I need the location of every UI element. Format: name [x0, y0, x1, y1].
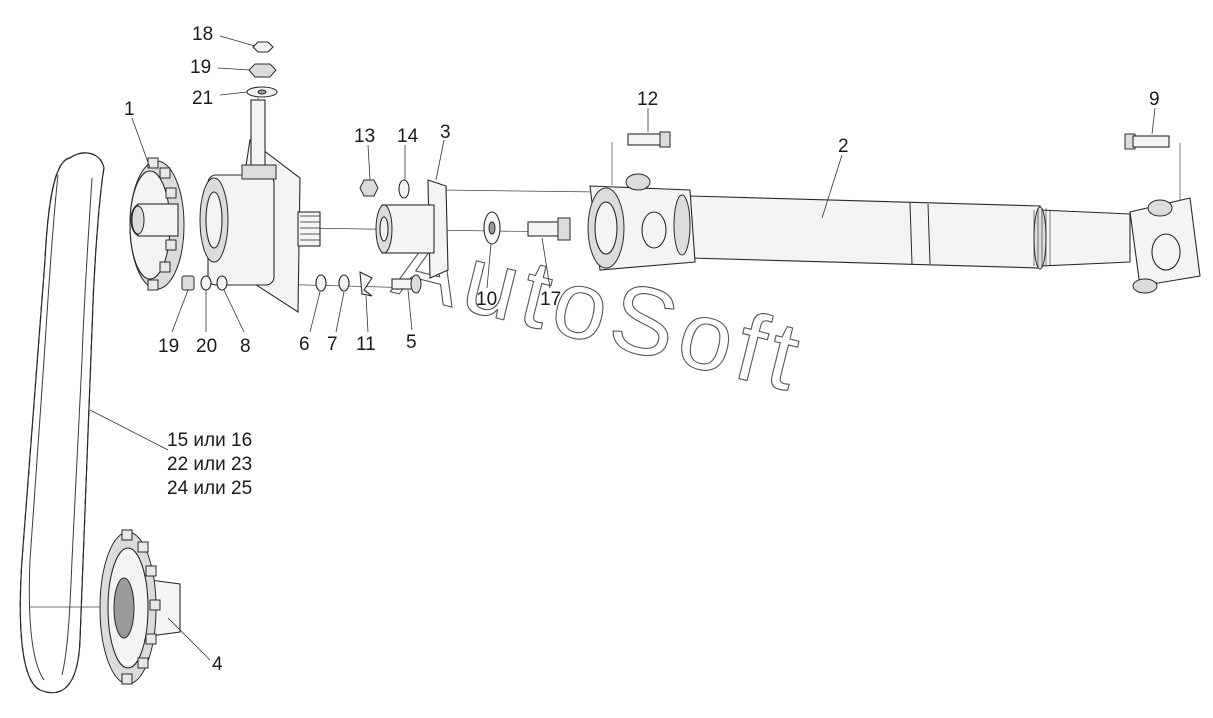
callout-13: 13	[354, 126, 375, 147]
callout-20: 20	[196, 336, 217, 357]
callout-5: 5	[406, 332, 417, 353]
callout-4: 4	[212, 654, 223, 675]
callout-1: 1	[124, 99, 135, 120]
callout-17: 17	[540, 289, 561, 310]
callout-10: 10	[476, 289, 497, 310]
lower-fasteners	[181, 271, 422, 297]
callout-11: 11	[356, 334, 376, 355]
cardan-shaft	[587, 173, 1201, 294]
top-bolts	[627, 131, 1170, 150]
washer-bolt	[483, 211, 571, 245]
callout-19-top: 19	[190, 57, 211, 78]
top-fasteners	[246, 41, 278, 98]
callout-numbers: 18 19 21 1 13 14 3 12 2 9 19 20 8 6 7 11…	[124, 24, 1160, 675]
callout-21: 21	[192, 88, 213, 109]
callout-14: 14	[397, 126, 419, 147]
callout-18: 18	[192, 24, 213, 45]
lower-sprocket	[99, 529, 181, 685]
callout-6: 6	[299, 334, 310, 355]
upper-sprocket	[129, 157, 185, 291]
callout-9: 9	[1149, 89, 1160, 110]
leader-lines	[89, 35, 1156, 661]
callout-3: 3	[440, 122, 451, 143]
callout-7: 7	[327, 334, 338, 355]
chain-label: 15 или 16 22 или 23 24 или 25	[167, 430, 252, 499]
chain-label-line-2: 22 или 23	[167, 454, 252, 475]
chain-label-line-1: 15 или 16	[167, 430, 252, 451]
roller-chain	[19, 152, 105, 694]
chain-label-line-3: 24 или 25	[167, 478, 252, 499]
callout-8: 8	[240, 336, 251, 357]
flange-sleeve	[359, 179, 449, 279]
callout-19-bottom: 19	[158, 336, 179, 357]
callout-2: 2	[838, 136, 849, 157]
callout-12: 12	[637, 89, 658, 110]
bearing-housing	[199, 99, 321, 314]
